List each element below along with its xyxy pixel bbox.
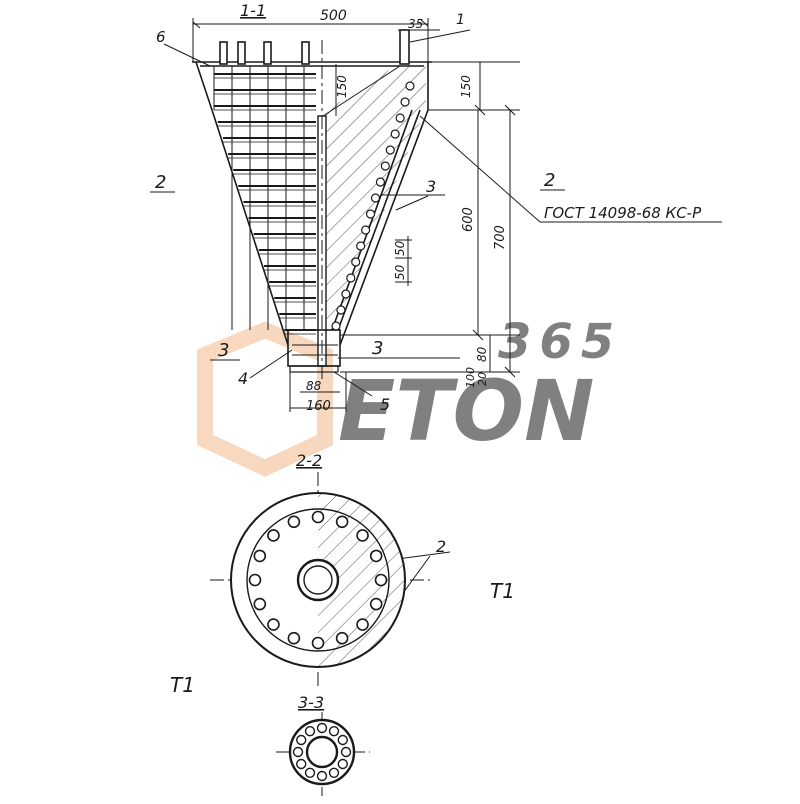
rebar-section — [395, 113, 405, 123]
callout-1: 1 — [456, 12, 465, 28]
rebar-section — [380, 161, 390, 171]
callout-2-plan: 2 — [436, 537, 446, 556]
dimension-150-right: 150 — [459, 75, 473, 98]
rebar-section — [390, 129, 400, 139]
ring-rebar — [304, 726, 316, 737]
bottom-dimension-lines — [289, 372, 347, 412]
rebar-section — [400, 97, 410, 107]
rebar-section — [365, 209, 376, 219]
plan-rebar — [369, 549, 383, 563]
plan-rebar — [253, 549, 267, 563]
dimension-700: 700 — [493, 225, 508, 250]
ring-rebar — [337, 734, 348, 746]
top-dimension-lines — [192, 18, 440, 62]
dimension-80: 80 — [475, 346, 489, 362]
right-rebar-sections — [331, 81, 415, 331]
ring-rebar — [328, 726, 340, 737]
rebar-section — [336, 305, 346, 315]
callout-3: 3 — [426, 177, 436, 196]
rebar-section — [351, 257, 361, 267]
dimension-20: 20 — [476, 372, 489, 386]
watermark: 365 ETON — [197, 314, 622, 477]
rebar-section — [405, 81, 415, 91]
rebar-section — [331, 321, 341, 331]
ring-rebar — [292, 746, 304, 758]
section-2-2-plan — [210, 472, 430, 690]
ring-rebar — [337, 758, 348, 770]
ring-rebar — [340, 746, 352, 758]
watermark-digits: 365 — [498, 314, 622, 370]
rebar-section — [361, 225, 371, 235]
weld-mark-a: Т1 — [490, 579, 515, 603]
plan-rebar — [248, 573, 262, 587]
dimension-50-b: 50 — [393, 264, 407, 280]
plan-rebar — [267, 529, 280, 542]
plan-rebar — [335, 515, 349, 529]
section-mark-2-left: 2 — [155, 172, 166, 193]
section-marks — [150, 189, 565, 361]
weld-mark-b: Т1 — [170, 673, 195, 697]
rebar-section — [385, 145, 395, 155]
dimension-500: 500 — [320, 8, 347, 24]
rebar-section — [375, 177, 385, 187]
ring-rebar — [316, 722, 328, 734]
plan-rebar — [253, 597, 267, 611]
callout-4: 4 — [238, 369, 248, 388]
callout-5: 5 — [380, 395, 390, 414]
plan-rebar — [311, 510, 325, 524]
dimension-160: 160 — [306, 399, 331, 414]
section-3-3-ring — [276, 712, 370, 796]
plan-rebar — [356, 618, 369, 631]
plan-rebar — [287, 631, 301, 645]
watermark-word: ETON — [338, 362, 594, 460]
ring-rebar — [328, 767, 340, 778]
dimension-35: 35 — [408, 17, 423, 31]
section-title-3-3: 3-3 — [298, 693, 324, 712]
section-mark-3-right: 3 — [372, 338, 383, 359]
plan-rebar — [267, 618, 280, 631]
dimension-600: 600 — [461, 207, 476, 232]
section-title-2-2: 2-2 — [296, 451, 322, 470]
rebar-section — [346, 273, 356, 283]
watermark-logo-hex — [197, 321, 333, 477]
plan-rebar — [287, 515, 301, 529]
plan-rebar — [374, 573, 388, 587]
plan-rebar — [335, 631, 349, 645]
dimension-100: 100 — [464, 367, 477, 388]
dimension-50-a: 50 — [393, 240, 407, 256]
dimension-150-left: 150 — [335, 75, 349, 98]
ring-rebar — [304, 767, 316, 778]
dimension-88: 88 — [306, 379, 322, 393]
plan-rebar — [356, 529, 369, 542]
rebar-section — [341, 289, 351, 299]
rebar-layers — [214, 66, 316, 335]
leader-lines — [163, 29, 722, 601]
ring-rebar — [296, 758, 307, 770]
section-title-1-1: 1-1 — [240, 1, 266, 20]
plan-rebar — [311, 636, 325, 650]
right-dimension-lines — [335, 61, 520, 378]
top-bar-stubs — [219, 29, 410, 65]
callout-6: 6 — [156, 28, 166, 46]
rebar-section — [356, 241, 366, 251]
section-mark-2-right: 2 — [544, 170, 555, 191]
rebar-section — [370, 193, 381, 203]
section-mark-3-left: 3 — [218, 340, 229, 361]
ring-rebar — [316, 770, 328, 782]
standard-note: ГОСТ 14098-68 КС-Р — [544, 204, 702, 222]
ring-rebar — [296, 734, 307, 746]
plan-rebar — [369, 597, 383, 611]
